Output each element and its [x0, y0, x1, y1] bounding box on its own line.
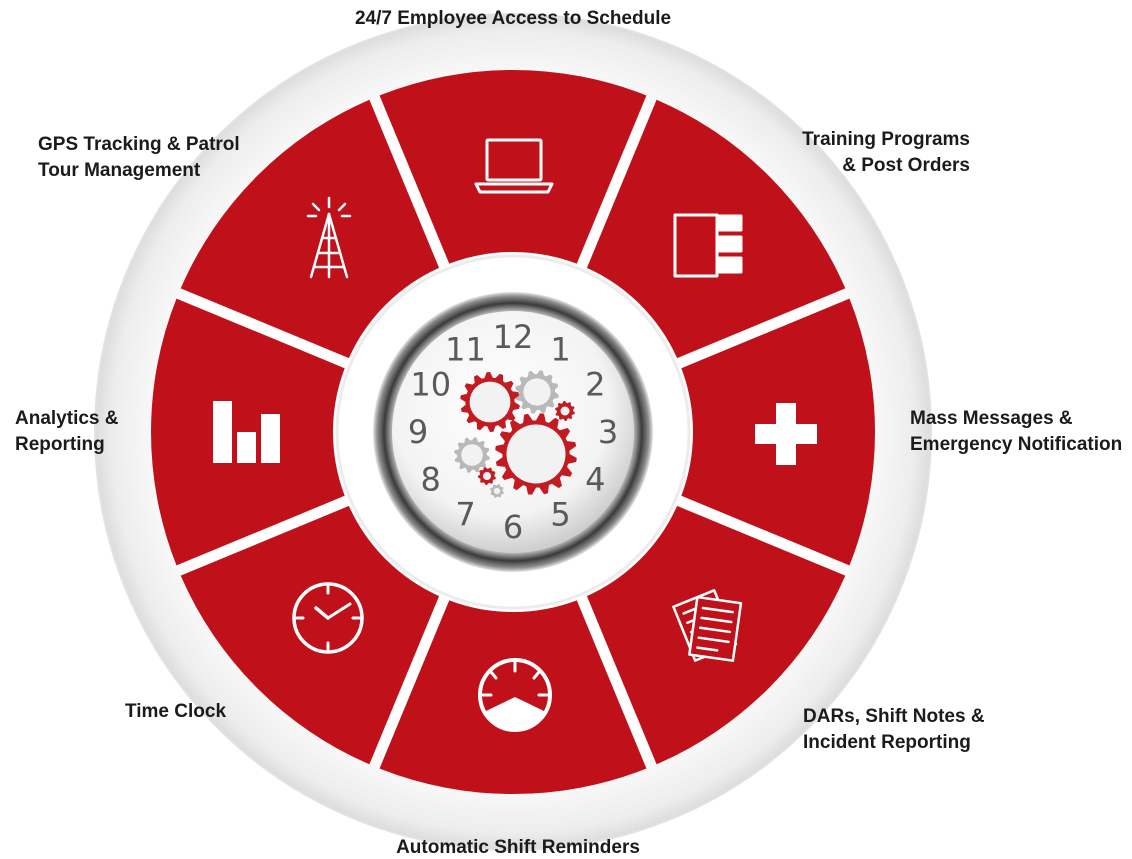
clock-numeral: 4: [585, 461, 605, 499]
plus-icon: [755, 403, 817, 465]
label-line: Analytics &: [15, 408, 119, 429]
label-line: DARs, Shift Notes &: [803, 706, 985, 727]
label-shift-reminders: Automatic Shift Reminders: [368, 835, 668, 859]
clock-numeral: 9: [408, 413, 428, 451]
segment-timeclock: [180, 505, 440, 765]
gear-hole: [493, 487, 501, 495]
label-training-programs: Training Programs & Post Orders: [760, 127, 970, 179]
label-line: Emergency Notification: [910, 434, 1123, 455]
label-gps-tracking: GPS Tracking & Patrol Tour Management: [38, 132, 268, 184]
laptop-icon: [474, 138, 554, 194]
label-line: Mass Messages &: [910, 408, 1073, 429]
clock-gears-icon: [454, 370, 577, 498]
clock-numeral: 12: [493, 318, 534, 356]
gear-hole: [523, 378, 551, 406]
clock-numeral: 1: [550, 331, 570, 369]
gear-hole: [461, 444, 483, 466]
gear-hole: [506, 424, 566, 484]
clock-numeral: 10: [410, 366, 451, 404]
label-employee-access: 24/7 Employee Access to Schedule: [328, 6, 698, 32]
label-line: & Post Orders: [842, 155, 970, 176]
label-line: Incident Reporting: [803, 732, 971, 753]
label-dars-shift-notes: DARs, Shift Notes & Incident Reporting: [803, 704, 1023, 756]
segment-gps: [180, 99, 440, 359]
papers-icon: [672, 589, 743, 662]
segment-schedule: [379, 69, 647, 264]
gear-hole: [469, 381, 511, 423]
clock-numeral: 7: [455, 495, 475, 533]
segment-reminders: [379, 600, 647, 794]
segment-group: [150, 69, 876, 794]
clock-numeral: 11: [445, 331, 486, 369]
clock-numeral: 3: [598, 413, 618, 451]
label-time-clock: Time Clock: [125, 699, 275, 725]
clock-numeral: 5: [550, 495, 570, 533]
radio-tower-icon: [306, 196, 352, 279]
label-analytics: Analytics & Reporting: [15, 406, 165, 458]
gear-hole: [560, 406, 570, 416]
clock-numeral: 2: [585, 366, 605, 404]
speedometer-icon: [478, 658, 552, 732]
document-tabs-icon: [673, 213, 743, 278]
label-line: Training Programs: [802, 129, 970, 150]
label-line: Time Clock: [125, 701, 227, 722]
label-line: Reporting: [15, 434, 105, 455]
label-line: Tour Management: [38, 160, 201, 181]
gear-hole: [482, 471, 492, 481]
label-line: GPS Tracking & Patrol: [38, 134, 240, 155]
clock-numeral: 8: [421, 461, 441, 499]
clock-icon: [292, 582, 364, 654]
label-line: 24/7 Employee Access to Schedule: [354, 8, 672, 29]
bar-chart-icon: [213, 401, 280, 463]
label-mass-messages: Mass Messages & Emergency Notification: [910, 406, 1130, 458]
clock-numeral: 6: [503, 508, 523, 546]
label-line: Automatic Shift Reminders: [396, 837, 640, 858]
